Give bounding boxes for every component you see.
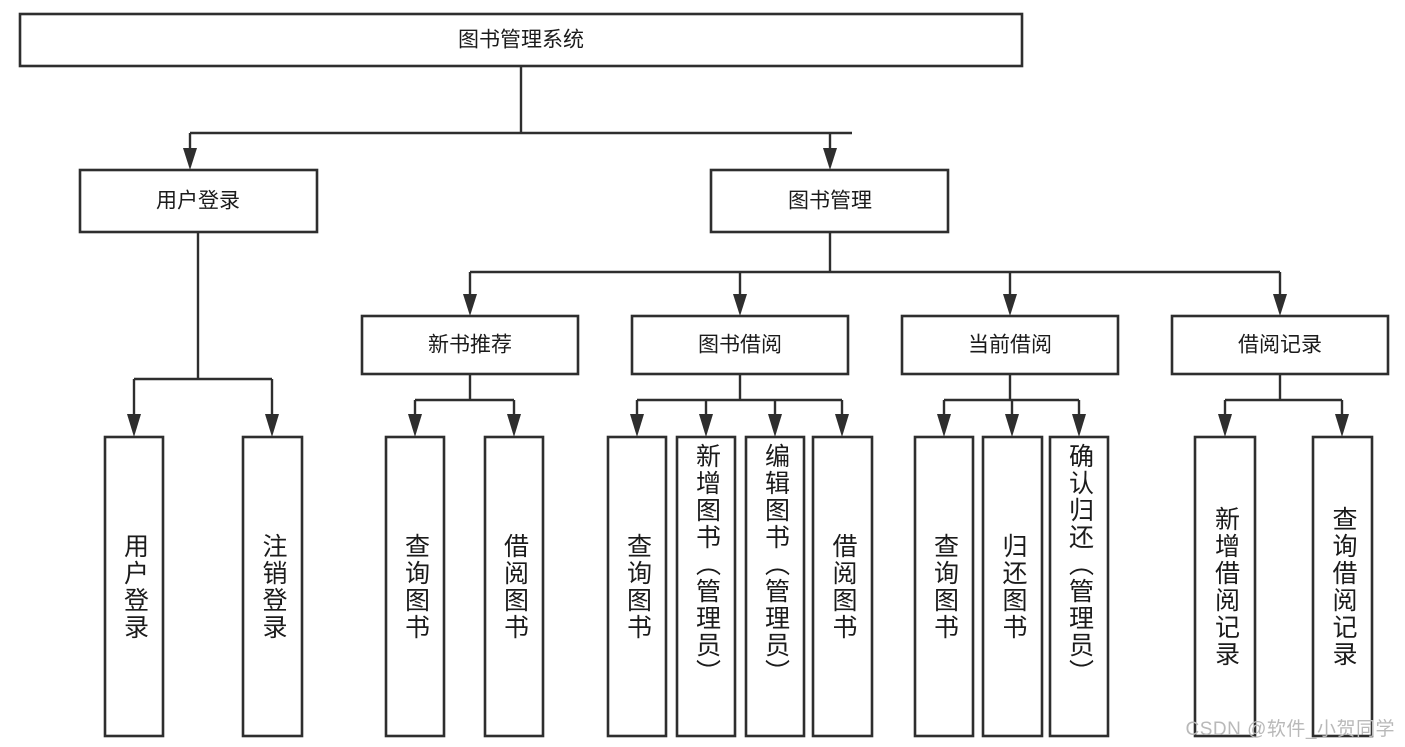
arrow-head-icon	[699, 414, 713, 437]
arrow-head-icon	[1335, 414, 1349, 437]
leaf-label: 归还图书	[999, 532, 1027, 641]
arrow-head-icon	[835, 414, 849, 437]
leaf-label: 借阅图书	[829, 532, 857, 641]
leaf-current-borrow-confirm[interactable]: 确认归还（管理员）	[1048, 435, 1110, 738]
leaf-current-borrow-return[interactable]: 归还图书	[981, 435, 1044, 738]
node-new-book-recommend[interactable]: 新书推荐	[360, 314, 580, 376]
node-book-management[interactable]: 图书管理	[709, 168, 950, 234]
node-current-borrow[interactable]: 当前借阅	[900, 314, 1120, 376]
leaf-current-borrow-query[interactable]: 查询图书	[913, 435, 975, 738]
leaf-book-borrow-borrow[interactable]: 借阅图书	[811, 435, 874, 738]
leaf-label: 确认归还（管理员）	[1065, 443, 1094, 686]
leaf-new-book-query[interactable]: 查询图书	[384, 435, 446, 738]
arrow-head-icon	[1218, 414, 1232, 437]
connector-newbook-to-leaves	[408, 374, 521, 437]
leaf-book-borrow-query[interactable]: 查询图书	[606, 435, 668, 738]
arrow-head-icon	[507, 414, 521, 437]
leaf-label: 用户登录	[120, 532, 149, 641]
leaf-borrow-record-add[interactable]: 新增借阅记录	[1193, 435, 1257, 738]
node-book-borrow-label: 图书借阅	[698, 334, 782, 357]
arrow-head-icon	[127, 414, 141, 437]
leaf-borrow-record-query[interactable]: 查询借阅记录	[1311, 435, 1374, 738]
node-new-book-recommend-label: 新书推荐	[428, 334, 512, 357]
node-borrow-record[interactable]: 借阅记录	[1170, 314, 1390, 376]
connector-root-to-level1	[183, 66, 852, 170]
leaf-label: 新增借阅记录	[1211, 505, 1240, 668]
arrow-head-icon	[937, 414, 951, 437]
leaf-user-login-login[interactable]: 用户登录	[103, 435, 165, 738]
leaf-new-book-borrow[interactable]: 借阅图书	[483, 435, 545, 738]
leaf-label: 编辑图书（管理员）	[761, 443, 790, 686]
node-user-login-label: 用户登录	[156, 190, 240, 213]
node-book-management-label: 图书管理	[788, 190, 872, 213]
node-user-login[interactable]: 用户登录	[78, 168, 319, 234]
arrow-head-icon	[1072, 414, 1086, 437]
connector-borrowrecord-to-leaves	[1218, 374, 1349, 437]
connector-bookmgmt-to-level2	[463, 232, 1287, 316]
arrow-head-icon	[265, 414, 279, 437]
leaf-label: 查询图书	[401, 532, 430, 641]
leaf-label: 查询借阅记录	[1329, 505, 1357, 668]
arrow-head-icon	[1005, 414, 1019, 437]
leaf-book-borrow-edit[interactable]: 编辑图书（管理员）	[744, 435, 806, 738]
connector-bookborrow-to-leaves	[630, 374, 849, 437]
arrow-head-icon	[183, 148, 197, 170]
leaf-book-borrow-add[interactable]: 新增图书（管理员）	[675, 435, 737, 738]
arrow-head-icon	[823, 148, 837, 170]
connector-userlogin-to-leaves	[127, 232, 279, 437]
leaf-label: 查询图书	[623, 532, 652, 641]
arrow-head-icon	[408, 414, 422, 437]
leaf-user-login-logout[interactable]: 注销登录	[241, 435, 304, 738]
arrow-head-icon	[768, 414, 782, 437]
arrow-head-icon	[733, 294, 747, 316]
node-root-system[interactable]: 图书管理系统	[18, 12, 1024, 68]
node-book-borrow[interactable]: 图书借阅	[630, 314, 850, 376]
node-root-label: 图书管理系统	[458, 29, 584, 52]
arrow-head-icon	[1273, 294, 1287, 316]
node-borrow-record-label: 借阅记录	[1238, 334, 1322, 357]
node-current-borrow-label: 当前借阅	[968, 334, 1052, 357]
leaf-label: 新增图书（管理员）	[692, 443, 721, 686]
leaf-label: 注销登录	[259, 532, 287, 641]
arrow-head-icon	[1003, 294, 1017, 316]
leaf-label: 查询图书	[930, 532, 959, 641]
arrow-head-icon	[463, 294, 477, 316]
connector-currentborrow-to-leaves	[937, 374, 1086, 437]
leaf-label: 借阅图书	[500, 532, 529, 641]
arrow-head-icon	[630, 414, 644, 437]
watermark-text: CSDN @软件_小贺同学	[1185, 719, 1395, 740]
